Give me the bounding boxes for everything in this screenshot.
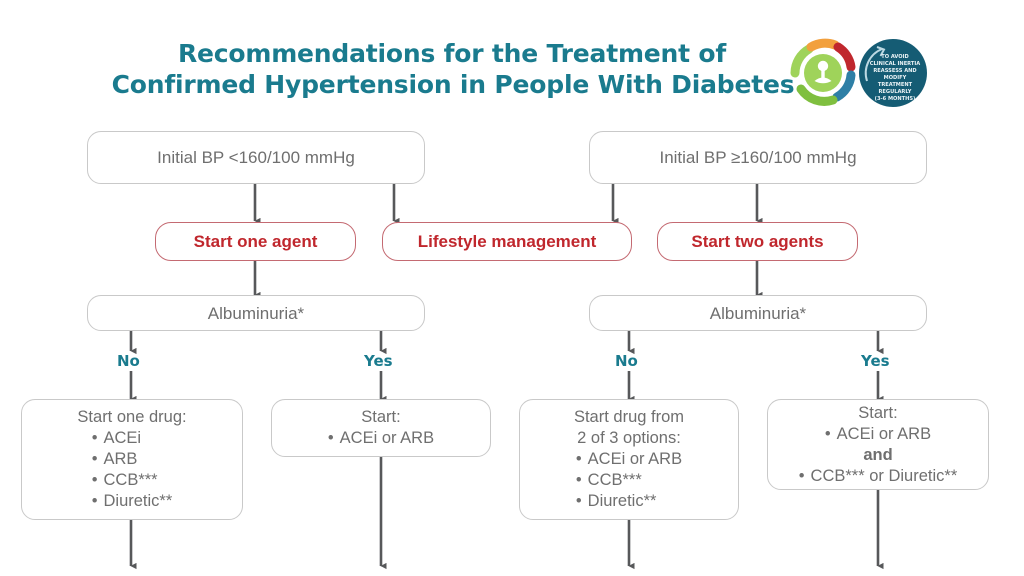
node-left-no-outcome[interactable]: Start one drug: ACEi ARB CCB*** Diuretic… [21, 399, 243, 520]
node-albuminuria-right[interactable]: Albuminuria* [589, 295, 927, 331]
ring-icon [790, 38, 856, 106]
node-heading: Start: [858, 403, 898, 422]
node-label: Start one agent [193, 232, 318, 251]
person-in-circle-icon [814, 60, 832, 84]
list-item: ACEi or ARB [576, 449, 682, 470]
badge-text: TO AVOID CLINICAL INERTIA REASSESS AND M… [870, 54, 920, 102]
list-item: Diuretic** [92, 491, 173, 512]
node-label: Lifestyle management [417, 232, 597, 251]
node-lifestyle-management[interactable]: Lifestyle management [382, 222, 632, 261]
node-heading: Start drug from [573, 408, 685, 426]
svg-text:(3-6 MONTHS): (3-6 MONTHS) [875, 96, 916, 102]
node-item-list-2: CCB*** or Diuretic** [799, 466, 958, 487]
node-label: Initial BP ≥160/100 mmHg [659, 148, 857, 167]
node-label: Albuminuria* [207, 303, 305, 323]
node-initial-bp-high[interactable]: Initial BP ≥160/100 mmHg [589, 131, 927, 184]
node-heading: Start one drug: [77, 408, 187, 426]
badge-arrow-icon [864, 46, 886, 82]
node-start-one-agent[interactable]: Start one agent [155, 222, 356, 261]
node-item-list: ACEi or ARB CCB*** Diuretic** [576, 449, 682, 512]
node-item-list: ACEi ARB CCB*** Diuretic** [92, 428, 173, 512]
list-item: ACEi or ARB [825, 424, 931, 445]
list-item: CCB*** [92, 470, 173, 491]
node-label: Initial BP <160/100 mmHg [157, 148, 355, 167]
node-right-yes-outcome[interactable]: Start: ACEi or ARB and CCB*** or Diureti… [767, 399, 989, 490]
list-item: ACEi [92, 428, 173, 449]
node-label: Start two agents [691, 232, 824, 251]
node-item-list: ACEi or ARB [825, 424, 931, 445]
node-item-list: ACEi or ARB [328, 428, 434, 449]
branch-label-right-yes: Yes [861, 352, 890, 370]
node-heading-2: 2 of 3 options: [577, 429, 681, 447]
node-start-two-agents[interactable]: Start two agents [657, 222, 858, 261]
svg-text:REASSESS AND: REASSESS AND [873, 68, 916, 74]
svg-text:TREATMENT: TREATMENT [878, 82, 913, 88]
node-right-no-outcome[interactable]: Start drug from 2 of 3 options: ACEi or … [519, 399, 739, 520]
svg-text:MODIFY: MODIFY [884, 75, 907, 81]
svg-text:CLINICAL INERTIA: CLINICAL INERTIA [870, 61, 920, 67]
node-albuminuria-left[interactable]: Albuminuria* [87, 295, 425, 331]
list-item: CCB*** [576, 470, 682, 491]
node-label: Albuminuria* [709, 303, 807, 323]
branch-label-left-yes: Yes [364, 352, 393, 370]
node-connector-and: and [863, 445, 893, 464]
badge-circle [859, 39, 927, 107]
list-item: CCB*** or Diuretic** [799, 466, 958, 487]
logo: TO AVOID CLINICAL INERTIA REASSESS AND M… [785, 35, 940, 111]
branch-label-right-no: No [615, 352, 638, 370]
node-heading: Start: [361, 408, 401, 426]
svg-text:REGULARLY: REGULARLY [879, 89, 912, 95]
branch-label-left-no: No [117, 352, 140, 370]
list-item: ACEi or ARB [328, 428, 434, 449]
list-item: ARB [92, 449, 173, 470]
node-left-yes-outcome[interactable]: Start: ACEi or ARB [271, 399, 491, 457]
node-initial-bp-low[interactable]: Initial BP <160/100 mmHg [87, 131, 425, 184]
svg-text:TO AVOID: TO AVOID [881, 54, 908, 60]
list-item: Diuretic** [576, 491, 682, 512]
